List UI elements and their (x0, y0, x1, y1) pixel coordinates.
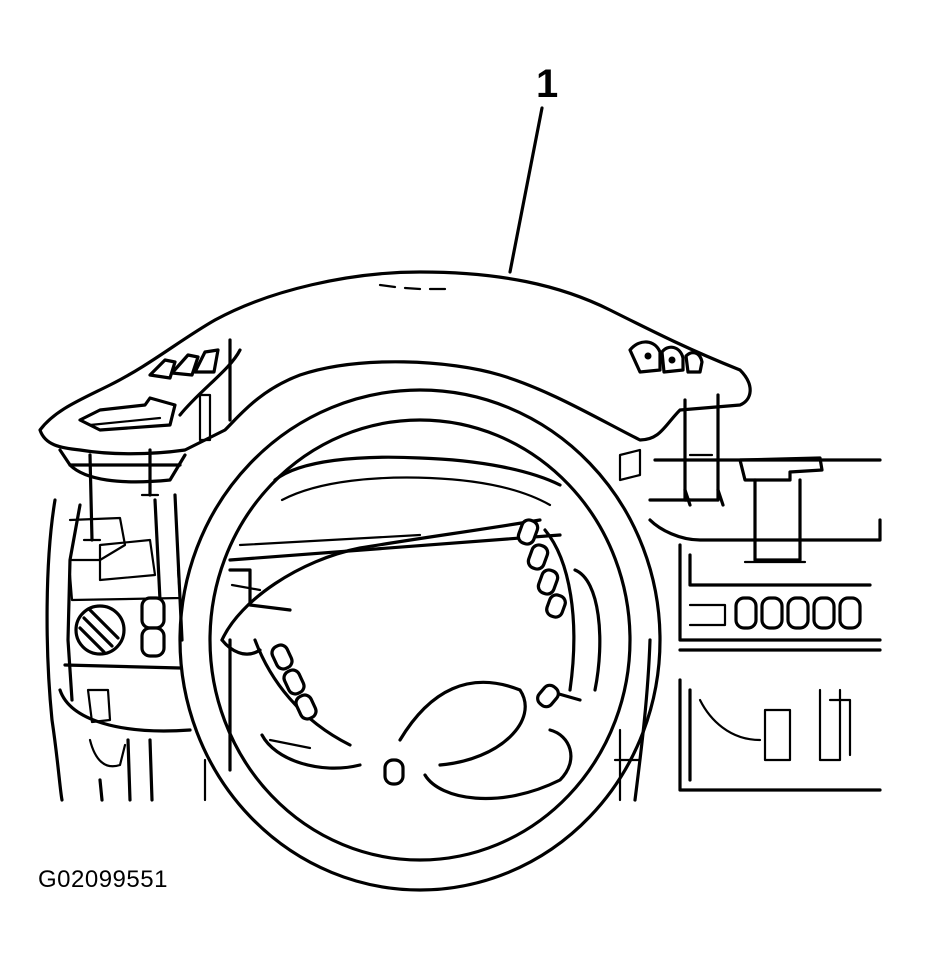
steering-wheel (178, 388, 662, 892)
left-shroud-switches (148, 348, 220, 380)
right-shroud-switches (628, 340, 704, 374)
wheel-buttons (270, 518, 567, 786)
callout-label: 1 (536, 62, 559, 106)
right-switch-row (734, 596, 862, 630)
right-dashboard-panel (618, 448, 882, 802)
left-vent-knob (74, 604, 126, 656)
steering-column-shroud (38, 270, 752, 542)
left-switch-buttons (140, 596, 166, 658)
left-dashboard-panel (45, 493, 192, 802)
figure-id-label: G02099551 (38, 866, 168, 893)
callout-leader-line (508, 106, 544, 274)
